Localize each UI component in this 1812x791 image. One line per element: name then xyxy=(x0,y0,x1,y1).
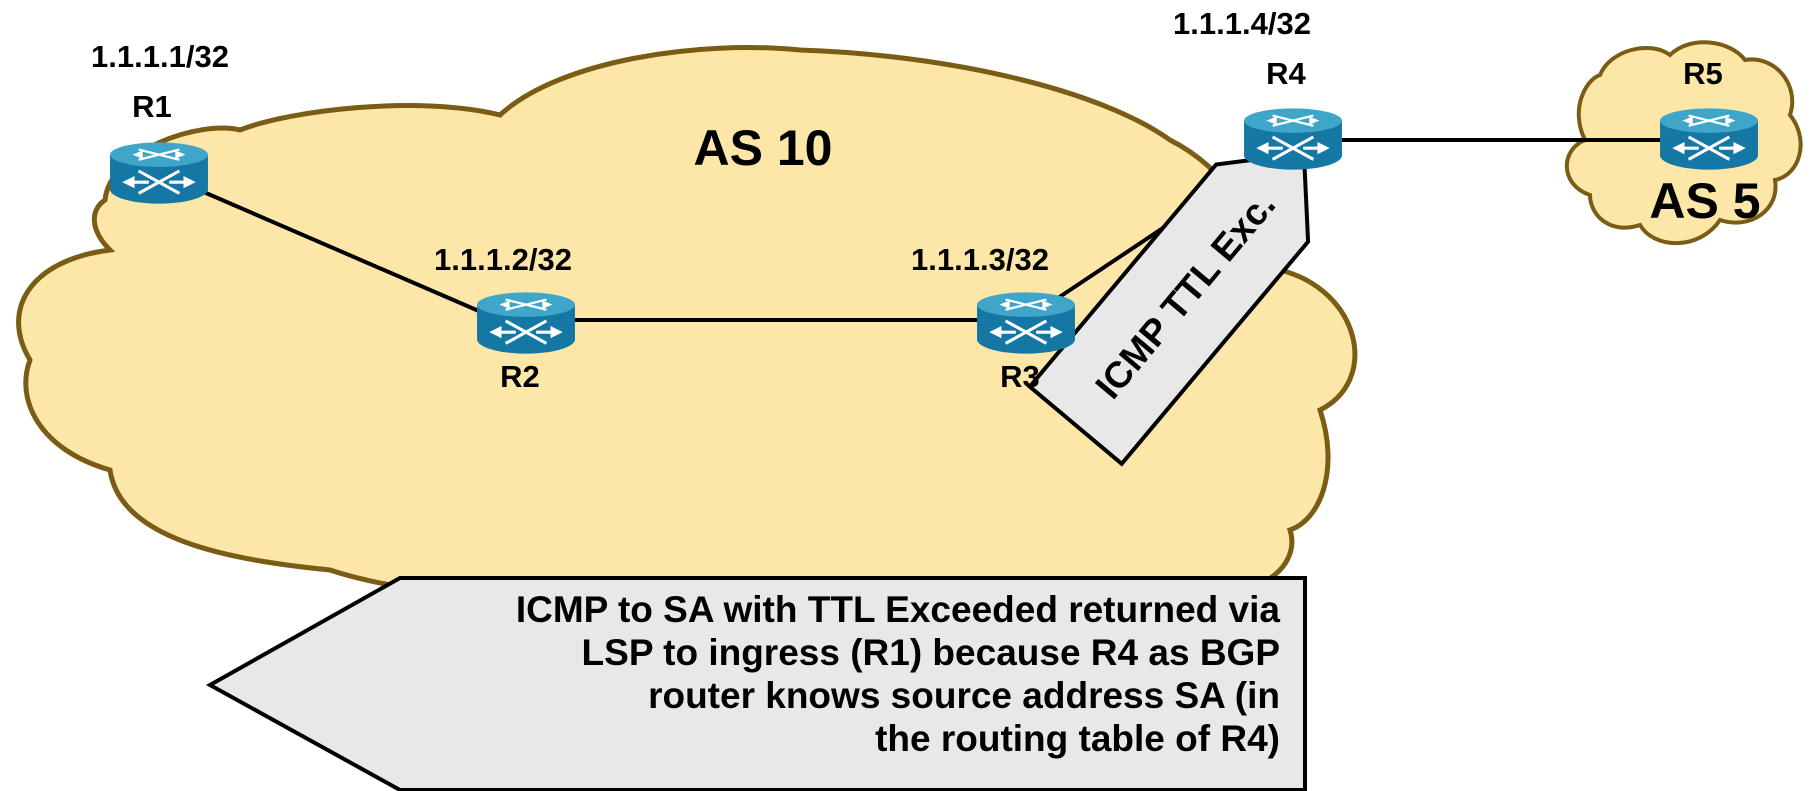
r1-name: R1 xyxy=(132,89,172,124)
r4-address: 1.1.1.4/32 xyxy=(1173,6,1311,41)
router-r1-icon xyxy=(108,140,210,206)
r1-address: 1.1.1.1/32 xyxy=(91,39,229,74)
note-line-1: ICMP to SA with TTL Exceeded returned vi… xyxy=(516,589,1281,630)
as10-label: AS 10 xyxy=(694,120,833,176)
note-line-2: LSP to ingress (R1) because R4 as BGP xyxy=(582,632,1280,673)
router-r4-icon xyxy=(1242,106,1344,172)
as5-label: AS 5 xyxy=(1649,173,1760,229)
r3-name: R3 xyxy=(1000,359,1040,394)
link-r1-r2 xyxy=(191,185,496,320)
router-r3-icon xyxy=(975,290,1077,356)
router-r5-icon xyxy=(1658,106,1760,172)
return-path-note: ICMP to SA with TTL Exceeded returned vi… xyxy=(205,576,1307,791)
r2-name: R2 xyxy=(500,359,540,394)
r3-address: 1.1.1.3/32 xyxy=(911,242,1049,277)
router-r2-icon xyxy=(475,290,577,356)
note-line-4: the routing table of R4) xyxy=(875,718,1280,759)
as10-cloud xyxy=(16,45,1358,610)
ttl-exceeded-arrow: ICMP TTL Exc. xyxy=(1026,151,1311,467)
note-line-3: router knows source address SA (in xyxy=(648,675,1280,716)
r4-name: R4 xyxy=(1266,56,1306,91)
r2-address: 1.1.1.2/32 xyxy=(434,242,572,277)
r5-name: R5 xyxy=(1683,56,1723,91)
